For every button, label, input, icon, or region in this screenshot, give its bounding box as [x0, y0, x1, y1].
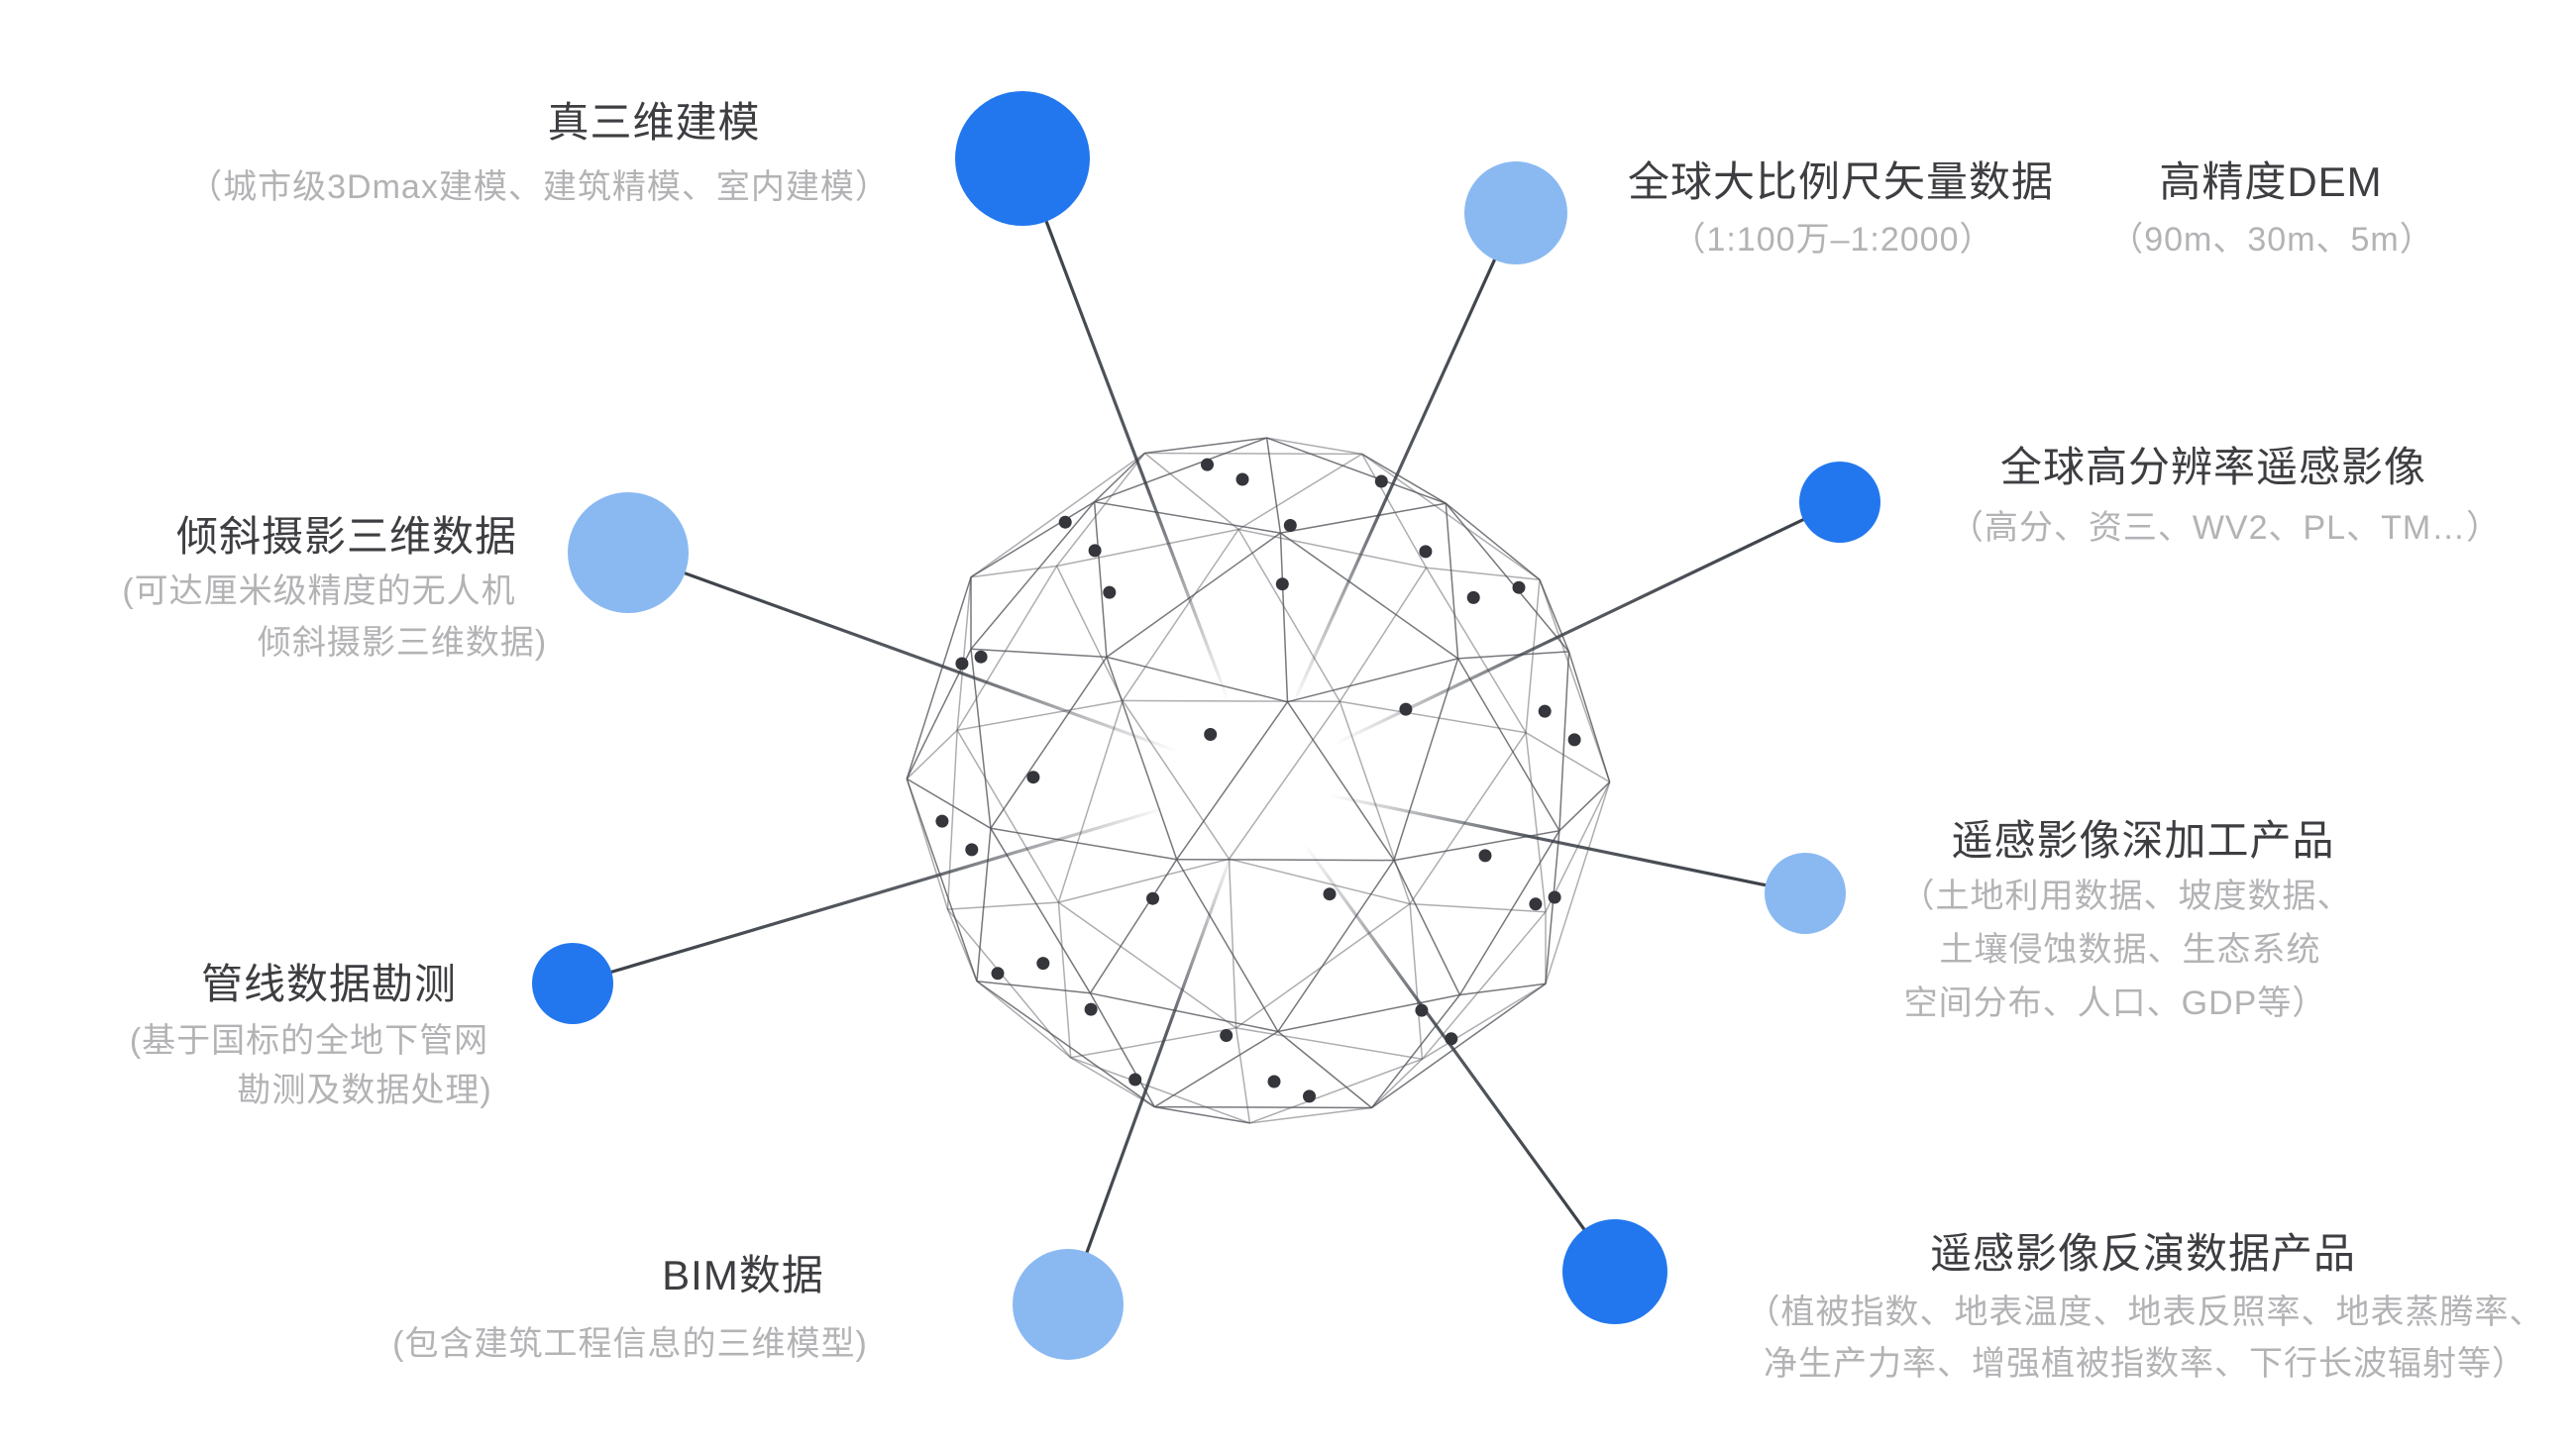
node-title-global-high-res-remote-sensing-imagery: 全球高分辨率遥感影像	[1999, 444, 2427, 490]
node-circle-true-3d-modeling	[955, 91, 1090, 226]
connector-line-global-large-scale-vector-data	[1290, 257, 1497, 708]
node-circle-remote-sensing-deep-processing-products	[1765, 853, 1846, 934]
node-subtitle-global-large-scale-vector-data-line1: （1:100万–1:2000）	[1671, 221, 1994, 259]
node-subtitle-pipeline-data-survey-line2: 勘测及数据处理)	[237, 1072, 492, 1109]
node-circle-remote-sensing-inversion-data-products	[1562, 1219, 1667, 1324]
node-title-bim-data: BIM数据	[662, 1252, 824, 1298]
node-subtitle-pipeline-data-survey-line1: (基于国标的全地下管网	[129, 1022, 489, 1060]
node-title-remote-sensing-deep-processing-products: 遥感影像深加工产品	[1951, 817, 2335, 864]
node-circle-pipeline-data-survey	[532, 943, 613, 1024]
node-subtitle-remote-sensing-inversion-data-products-line2: 净生产力率、增强植被指数率、下行长波辐射等）	[1764, 1345, 2526, 1383]
node-subtitle-global-high-res-remote-sensing-imagery-line1: （高分、资三、WV2、PL、TM…）	[1949, 509, 2502, 547]
node-title-true-3d-modeling: 真三维建模	[547, 99, 761, 146]
node-title-global-large-scale-vector-data: 全球大比例尺矢量数据	[1627, 158, 2055, 205]
node-title-remote-sensing-inversion-data-products: 遥感影像反演数据产品	[1929, 1230, 2357, 1277]
node-circle-oblique-photography-3d-data	[568, 492, 689, 613]
connector-line-remote-sensing-deep-processing-products	[1329, 793, 1769, 887]
node-title-high-precision-dem: 高精度DEM	[2159, 158, 2383, 205]
connector-line-oblique-photography-3d-data	[682, 570, 1179, 754]
node-subtitle-oblique-photography-3d-data-line2: 倾斜摄影三维数据)	[257, 624, 548, 662]
node-title-oblique-photography-3d-data: 倾斜摄影三维数据	[175, 513, 518, 560]
node-subtitle-remote-sensing-deep-processing-products-line2: 土壤侵蚀数据、生态系统	[1939, 931, 2321, 969]
connector-lines	[608, 219, 1806, 1255]
connector-line-true-3d-modeling	[1043, 219, 1231, 703]
connector-line-bim-data	[1084, 846, 1236, 1255]
node-title-pipeline-data-survey: 管线数据勘测	[200, 961, 458, 1007]
node-subtitle-oblique-photography-3d-data-line1: (可达厘米级精度的无人机	[122, 572, 516, 610]
node-circles	[532, 91, 1880, 1360]
node-subtitle-true-3d-modeling-line1: （城市级3Dmax建模、建筑精模、室内建模）	[188, 168, 890, 206]
connector-line-pipeline-data-survey	[608, 805, 1168, 975]
node-subtitle-remote-sensing-deep-processing-products-line1: （土地利用数据、坡度数据、	[1900, 878, 2352, 915]
node-subtitle-bim-data-line1: (包含建筑工程信息的三维模型)	[392, 1325, 868, 1363]
node-circle-global-large-scale-vector-data	[1464, 161, 1567, 264]
node-circle-bim-data	[1013, 1249, 1124, 1360]
node-subtitle-high-precision-dem-line1: （90m、30m、5m）	[2109, 221, 2434, 259]
node-subtitle-remote-sensing-deep-processing-products-line3: 空间分布、人口、GDP等）	[1903, 984, 2327, 1022]
node-circle-global-high-res-remote-sensing-imagery	[1799, 462, 1880, 543]
connector-line-global-high-res-remote-sensing-imagery	[1334, 517, 1806, 746]
wireframe-sphere	[906, 437, 1611, 1124]
vertex-dots	[935, 458, 1581, 1103]
connector-line-remote-sensing-inversion-data-products	[1302, 842, 1587, 1232]
node-subtitle-remote-sensing-inversion-data-products-line1: （植被指数、地表温度、地表反照率、地表蒸腾率、	[1746, 1294, 2544, 1331]
